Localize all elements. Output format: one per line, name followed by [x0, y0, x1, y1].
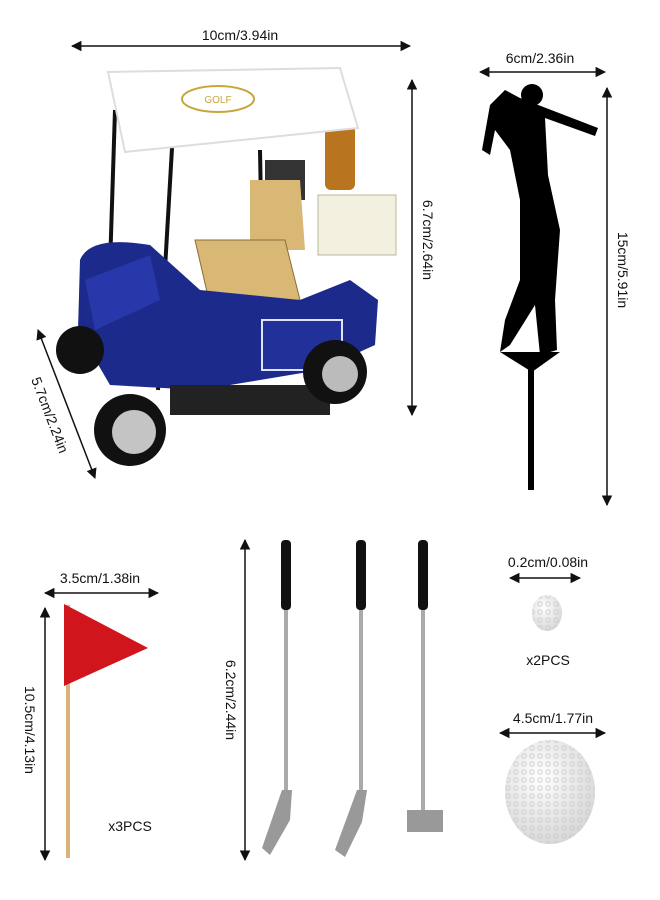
big-ball-width-label: 4.5cm/1.77in [512, 710, 594, 726]
golf-cart-image: GOLF [56, 66, 397, 466]
flag-width-label: 3.5cm/1.38in [59, 570, 141, 586]
small-ball-quantity-label: x2PCS [526, 652, 570, 668]
flag-quantity-label: x3PCS [108, 818, 152, 834]
big-golf-ball-image [505, 740, 595, 844]
cart-logo: GOLF [204, 95, 231, 106]
small-ball-width-label: 0.2cm/0.08in [507, 554, 589, 570]
flag-topper-image [64, 604, 148, 858]
cart-depth-arrow [36, 329, 97, 479]
golf-club-1 [262, 540, 292, 855]
dimension-arrows [36, 40, 613, 862]
cart-width-label: 10cm/3.94in [201, 27, 279, 43]
flag-height-label: 10.5cm/4.13in [22, 686, 38, 774]
cart-height-label: 6.7cm/2.64in [420, 199, 436, 281]
golf-club-2 [335, 540, 367, 857]
golfer-width-label: 6cm/2.36in [505, 50, 575, 66]
golfer-height-label: 15cm/5.91in [615, 231, 631, 309]
golfer-topper-image [482, 84, 598, 490]
clubs-height-label: 6.2cm/2.44in [223, 659, 239, 741]
golf-club-3 [407, 540, 443, 832]
small-golf-ball-image [532, 595, 562, 631]
golf-clubs-image [262, 540, 443, 857]
